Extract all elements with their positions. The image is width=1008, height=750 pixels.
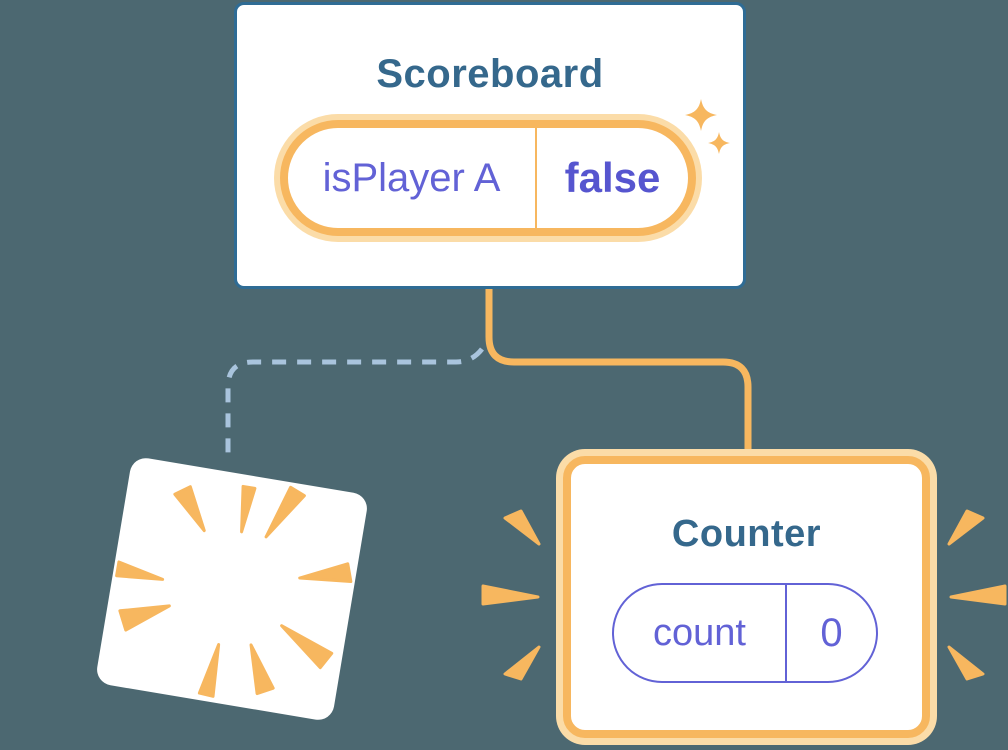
- scoreboard-component-card: Scoreboard isPlayer A false: [234, 2, 746, 289]
- state-value: false: [564, 154, 661, 201]
- solid-connector-to-counter: [485, 288, 752, 453]
- counter-component-card: Counter count 0: [563, 456, 930, 738]
- dashed-connector-to-removed-card: [225, 347, 484, 460]
- state-name: count: [653, 611, 746, 654]
- pill-divider: [785, 585, 787, 681]
- counter-title: Counter: [671, 513, 822, 555]
- pill-divider: [535, 128, 537, 228]
- explosion-burst-icon: [115, 484, 353, 698]
- removed-component-card: [94, 455, 370, 723]
- counter-state-pill: count 0: [612, 583, 878, 683]
- scoreboard-title: Scoreboard: [376, 52, 604, 96]
- state-value: 0: [820, 610, 843, 655]
- emphasis-burst-icon: [481, 509, 1007, 681]
- state-name: isPlayer A: [322, 155, 501, 200]
- sparkles-icon: [685, 99, 730, 154]
- scoreboard-state-pill: isPlayer A false: [280, 120, 696, 236]
